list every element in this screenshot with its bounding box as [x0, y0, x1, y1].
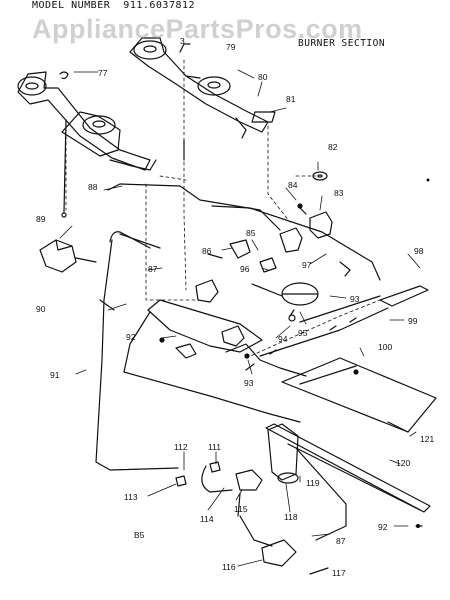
model-label-text: MODEL NUMBER: [32, 0, 111, 11]
fitting-118-119: [267, 423, 347, 541]
part-88-rod: [107, 183, 281, 231]
baffle-plate: [281, 357, 437, 433]
callout-91: 91: [50, 370, 60, 380]
manifold-tubing: [95, 205, 381, 471]
model-number-label: MODEL NUMBER 911.6037812: [32, 0, 195, 11]
callout-120: 120: [396, 458, 410, 468]
callout-95: 95: [298, 328, 308, 338]
bracket-120: [265, 423, 431, 513]
callout-89: 89: [36, 214, 46, 224]
burner-left-pair: [17, 71, 157, 218]
callout-90: 90: [36, 304, 46, 314]
callout-119: 119: [306, 478, 320, 488]
callout-82: 82: [328, 142, 338, 152]
callout-113: 113: [124, 492, 138, 502]
callout-94: 94: [278, 334, 288, 344]
watermark: AppliancePartsPros.com: [32, 14, 363, 44]
callout-80: 80: [258, 72, 268, 82]
small-parts-cluster: [159, 337, 423, 575]
callout-84: 84: [288, 180, 298, 190]
callout-87: 87: [148, 264, 158, 274]
callout-118: 118: [284, 512, 298, 522]
callout-93b: 93: [244, 378, 254, 388]
callout-92b: 92: [378, 522, 388, 532]
callout-93: 93: [350, 294, 360, 304]
callout-96: 96: [240, 264, 250, 274]
callout-111: 111: [208, 442, 221, 452]
callout-97: 97: [302, 260, 312, 270]
model-number-value: 911.6037812: [123, 0, 196, 11]
callout-3: 3: [180, 36, 185, 46]
callout-117: 117: [332, 568, 346, 578]
valve-row: [195, 227, 303, 347]
part-82-washer: [312, 171, 328, 181]
section-title: BURNER SECTION: [298, 38, 386, 49]
callout-92: 92: [126, 332, 136, 342]
dashed-guides: [65, 59, 381, 359]
part-77: [59, 71, 69, 80]
callout-114: 114: [200, 514, 214, 524]
burner-lower-block: [123, 285, 429, 423]
callout-98: 98: [414, 246, 424, 256]
callout-85: 85: [246, 228, 256, 238]
callout-86: 86: [202, 246, 212, 256]
leader-lines: [59, 69, 421, 567]
ignition-module: [251, 282, 319, 322]
callout-87b: 87: [336, 536, 346, 546]
regulator-89: [39, 239, 97, 273]
callout-112: 112: [174, 442, 188, 452]
callout-83: 83: [334, 188, 344, 198]
callout-116: 116: [222, 562, 236, 572]
callout-79: 79: [226, 42, 236, 52]
callout-100: 100: [378, 342, 392, 352]
stray-dot: [426, 178, 430, 182]
callout-81: 81: [286, 94, 296, 104]
callout-99: 99: [408, 316, 418, 326]
callout-121: 121: [420, 434, 434, 444]
label-b5: B5: [134, 530, 145, 540]
callout-88: 88: [88, 182, 98, 192]
burner-right-pair: [129, 37, 276, 161]
callout-77: 77: [98, 68, 108, 78]
valve-83: [297, 203, 333, 239]
callout-115: 115: [234, 504, 248, 514]
